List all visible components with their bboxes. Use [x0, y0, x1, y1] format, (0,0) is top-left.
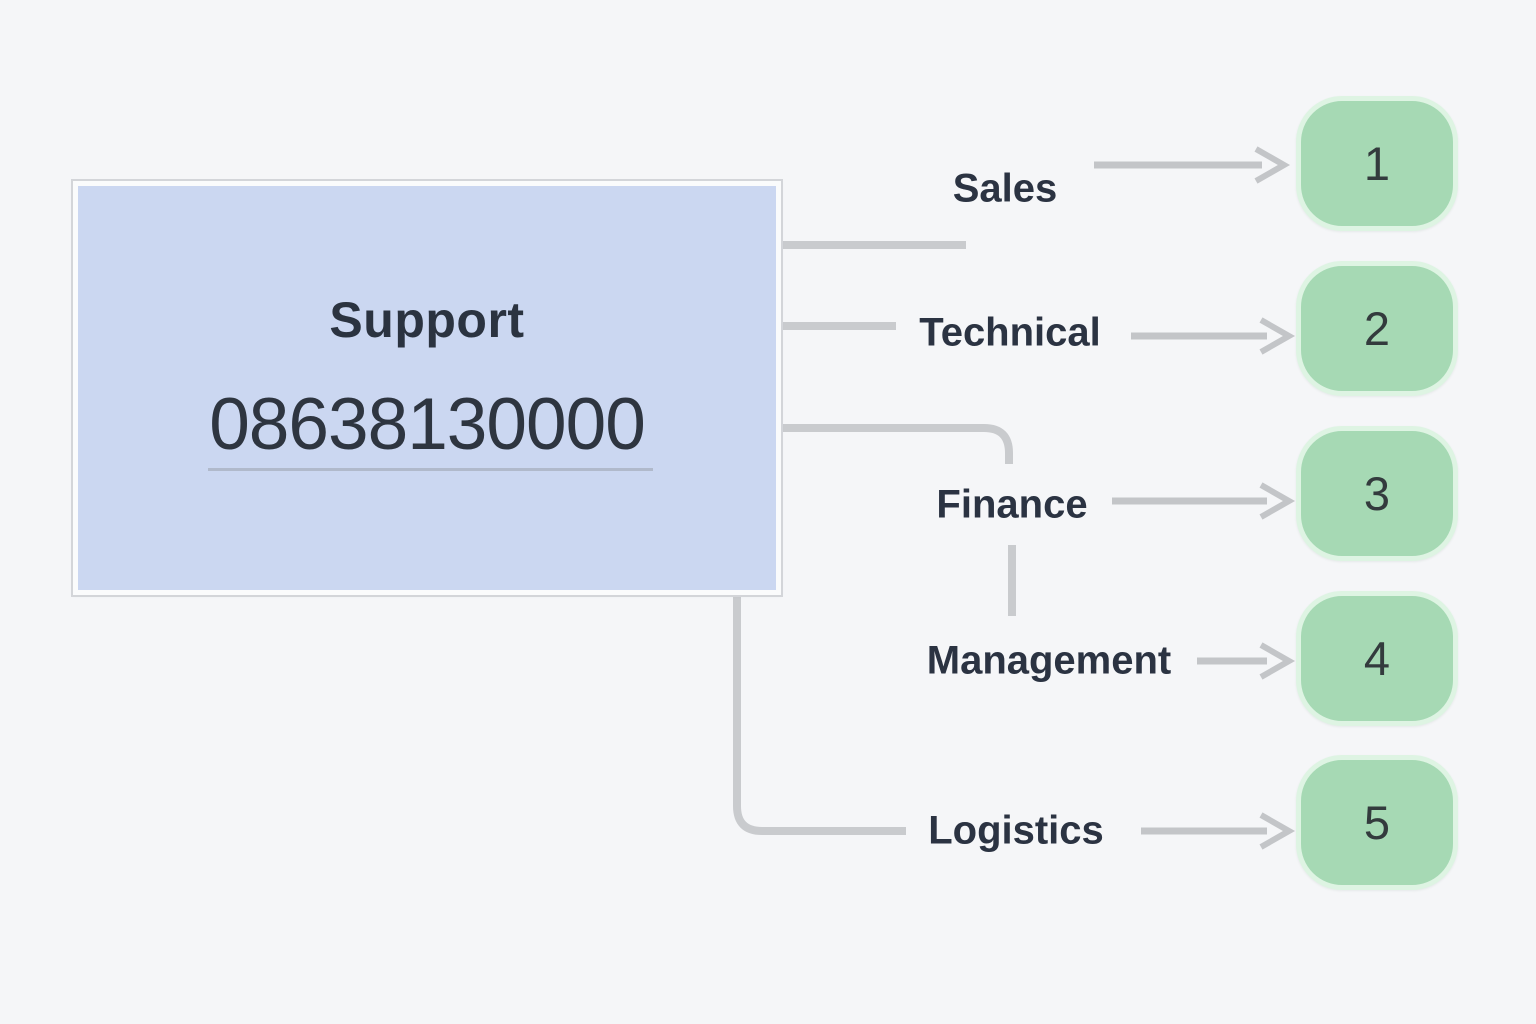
key-node-2-digit: 2 [1363, 302, 1391, 355]
arrowhead-logistics-icon [1259, 812, 1296, 850]
phone-number-underline [208, 468, 653, 471]
arrowhead-management-icon [1259, 642, 1296, 680]
branch-label-logistics: Logistics [928, 808, 1104, 853]
branch-label-sales: Sales [952, 166, 1058, 211]
branch-label-management: Management [926, 638, 1172, 683]
support-phone-number: 08638130000 [209, 384, 646, 465]
key-node-2[interactable]: 2 [1296, 261, 1458, 396]
key-node-3[interactable]: 3 [1296, 426, 1458, 561]
key-node-5-digit: 5 [1363, 796, 1391, 849]
arrowhead-finance-icon [1259, 482, 1296, 520]
key-node-4-digit: 4 [1363, 632, 1391, 685]
support-node[interactable]: Support 08638130000 [71, 179, 783, 597]
key-node-3-digit: 3 [1363, 467, 1391, 520]
connector-finance [783, 424, 1013, 464]
key-node-4[interactable]: 4 [1296, 591, 1458, 726]
key-node-5[interactable]: 5 [1296, 755, 1458, 890]
arrowhead-technical-icon [1259, 317, 1296, 355]
connector-logistics [733, 597, 906, 835]
key-node-1-digit: 1 [1363, 137, 1391, 190]
branch-label-finance: Finance [936, 482, 1088, 527]
arrowhead-sales-icon [1254, 146, 1291, 184]
key-node-1[interactable]: 1 [1296, 96, 1458, 231]
support-node-title: Support [329, 292, 525, 348]
branch-label-technical: Technical [919, 310, 1101, 355]
